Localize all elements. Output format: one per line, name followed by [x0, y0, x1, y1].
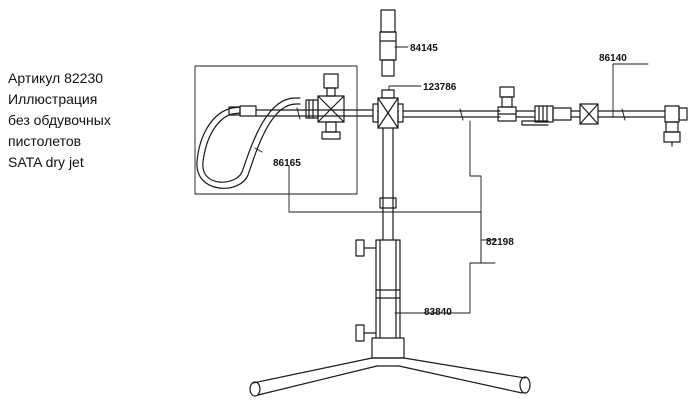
caption-product: SATA dry jet	[8, 154, 84, 170]
label-central-cross: 123786	[423, 82, 457, 93]
right-end-tee	[663, 105, 688, 147]
caption-article-number: Артикул 82230	[8, 70, 104, 86]
label-pipe-connection: 82198	[486, 237, 514, 248]
hose-detail-frame	[194, 65, 358, 195]
top-fitting-part	[379, 9, 397, 77]
horizontal-pipe	[255, 107, 501, 121]
left-valve-block	[305, 73, 345, 140]
vertical-column	[375, 127, 401, 339]
label-right-arm: 86140	[599, 53, 627, 64]
caption-pistols: пистолетов	[8, 133, 82, 149]
label-stand-column: 83840	[424, 307, 452, 318]
clamp-knobs	[355, 239, 377, 342]
central-cross-part	[372, 89, 404, 129]
right-tee-fitting	[497, 86, 549, 126]
stand-base	[249, 337, 531, 397]
label-top-fitting: 84145	[410, 43, 438, 54]
caption-illustration: Иллюстрация	[8, 91, 98, 107]
article-caption: Артикул 82230 Иллюстрация без обдувочных…	[8, 68, 158, 173]
right-filter-section	[534, 103, 666, 125]
hose-loop	[196, 97, 301, 189]
caption-without: без обдувочных	[8, 112, 111, 128]
label-left-hose: 86165	[273, 158, 301, 169]
leader-lines	[288, 46, 649, 314]
